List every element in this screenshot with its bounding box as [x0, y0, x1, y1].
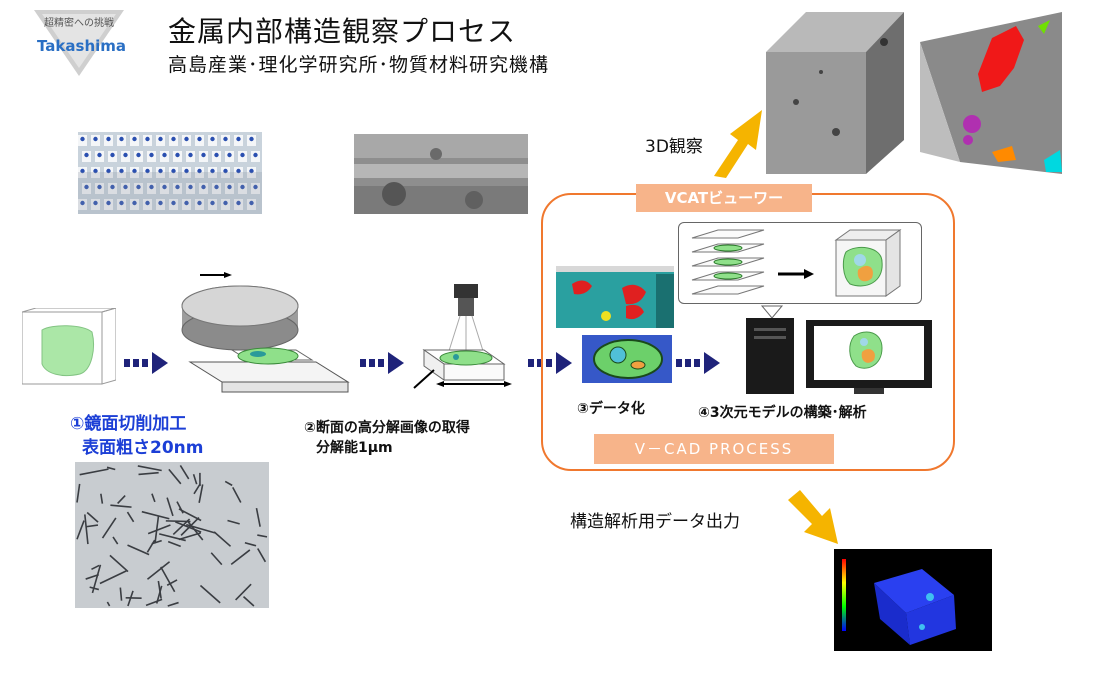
flow-arrow-icon	[676, 352, 720, 374]
microstructure-photo	[75, 462, 269, 608]
step2-line2: 分解能1μm	[316, 440, 393, 456]
3d-block-image	[766, 12, 904, 174]
logo-tagline: 超精密への挑戦	[44, 18, 114, 29]
step2-line1: ②断面の高分解画像の取得	[304, 420, 470, 436]
logo-triangle-icon	[34, 10, 124, 76]
page-subtitle: 高島産業･理化学研究所･物質材料研究機構	[168, 54, 550, 76]
analysis-output-image	[834, 549, 992, 651]
step1-line2: 表面粗さ20nm	[82, 438, 204, 458]
3d-color-box-image	[920, 12, 1062, 174]
cutter-diagram	[181, 272, 350, 393]
slices-to-model-diagram	[691, 229, 902, 318]
vcad-process-badge: V－CAD PROCESS	[594, 434, 834, 464]
output-arrow-icon	[788, 490, 838, 544]
page-title: 金属内部構造観察プロセス	[168, 15, 517, 48]
data-model-image	[582, 335, 672, 383]
structural-output-label: 構造解析用データ出力	[570, 512, 740, 532]
step4-label: ④3次元モデルの構築･解析	[698, 405, 867, 421]
flow-arrow-icon	[360, 352, 404, 374]
flow-arrow-icon	[528, 352, 572, 374]
camera-imaging-diagram	[413, 284, 512, 389]
logo-name: Takashima	[37, 37, 127, 55]
step1-line1: ①鏡面切削加工	[70, 414, 187, 434]
workpiece-cube-diagram	[22, 308, 116, 385]
step1-label: ①鏡面切削加工 表面粗さ20nm	[70, 412, 203, 460]
step3-label: ③データ化	[577, 401, 645, 417]
3d-observe-arrow-icon	[714, 110, 762, 178]
parts-photo	[78, 132, 262, 214]
vcat-viewer-badge: VCATビューワー	[636, 184, 812, 212]
computer-icon	[746, 318, 932, 394]
step2-label: ②断面の高分解画像の取得 分解能1μm	[304, 418, 470, 458]
observe-3d-label: 3D観察	[645, 137, 703, 157]
software-screenshot	[556, 266, 674, 328]
section-surface-photo	[354, 134, 528, 214]
flow-arrow-icon	[124, 352, 168, 374]
